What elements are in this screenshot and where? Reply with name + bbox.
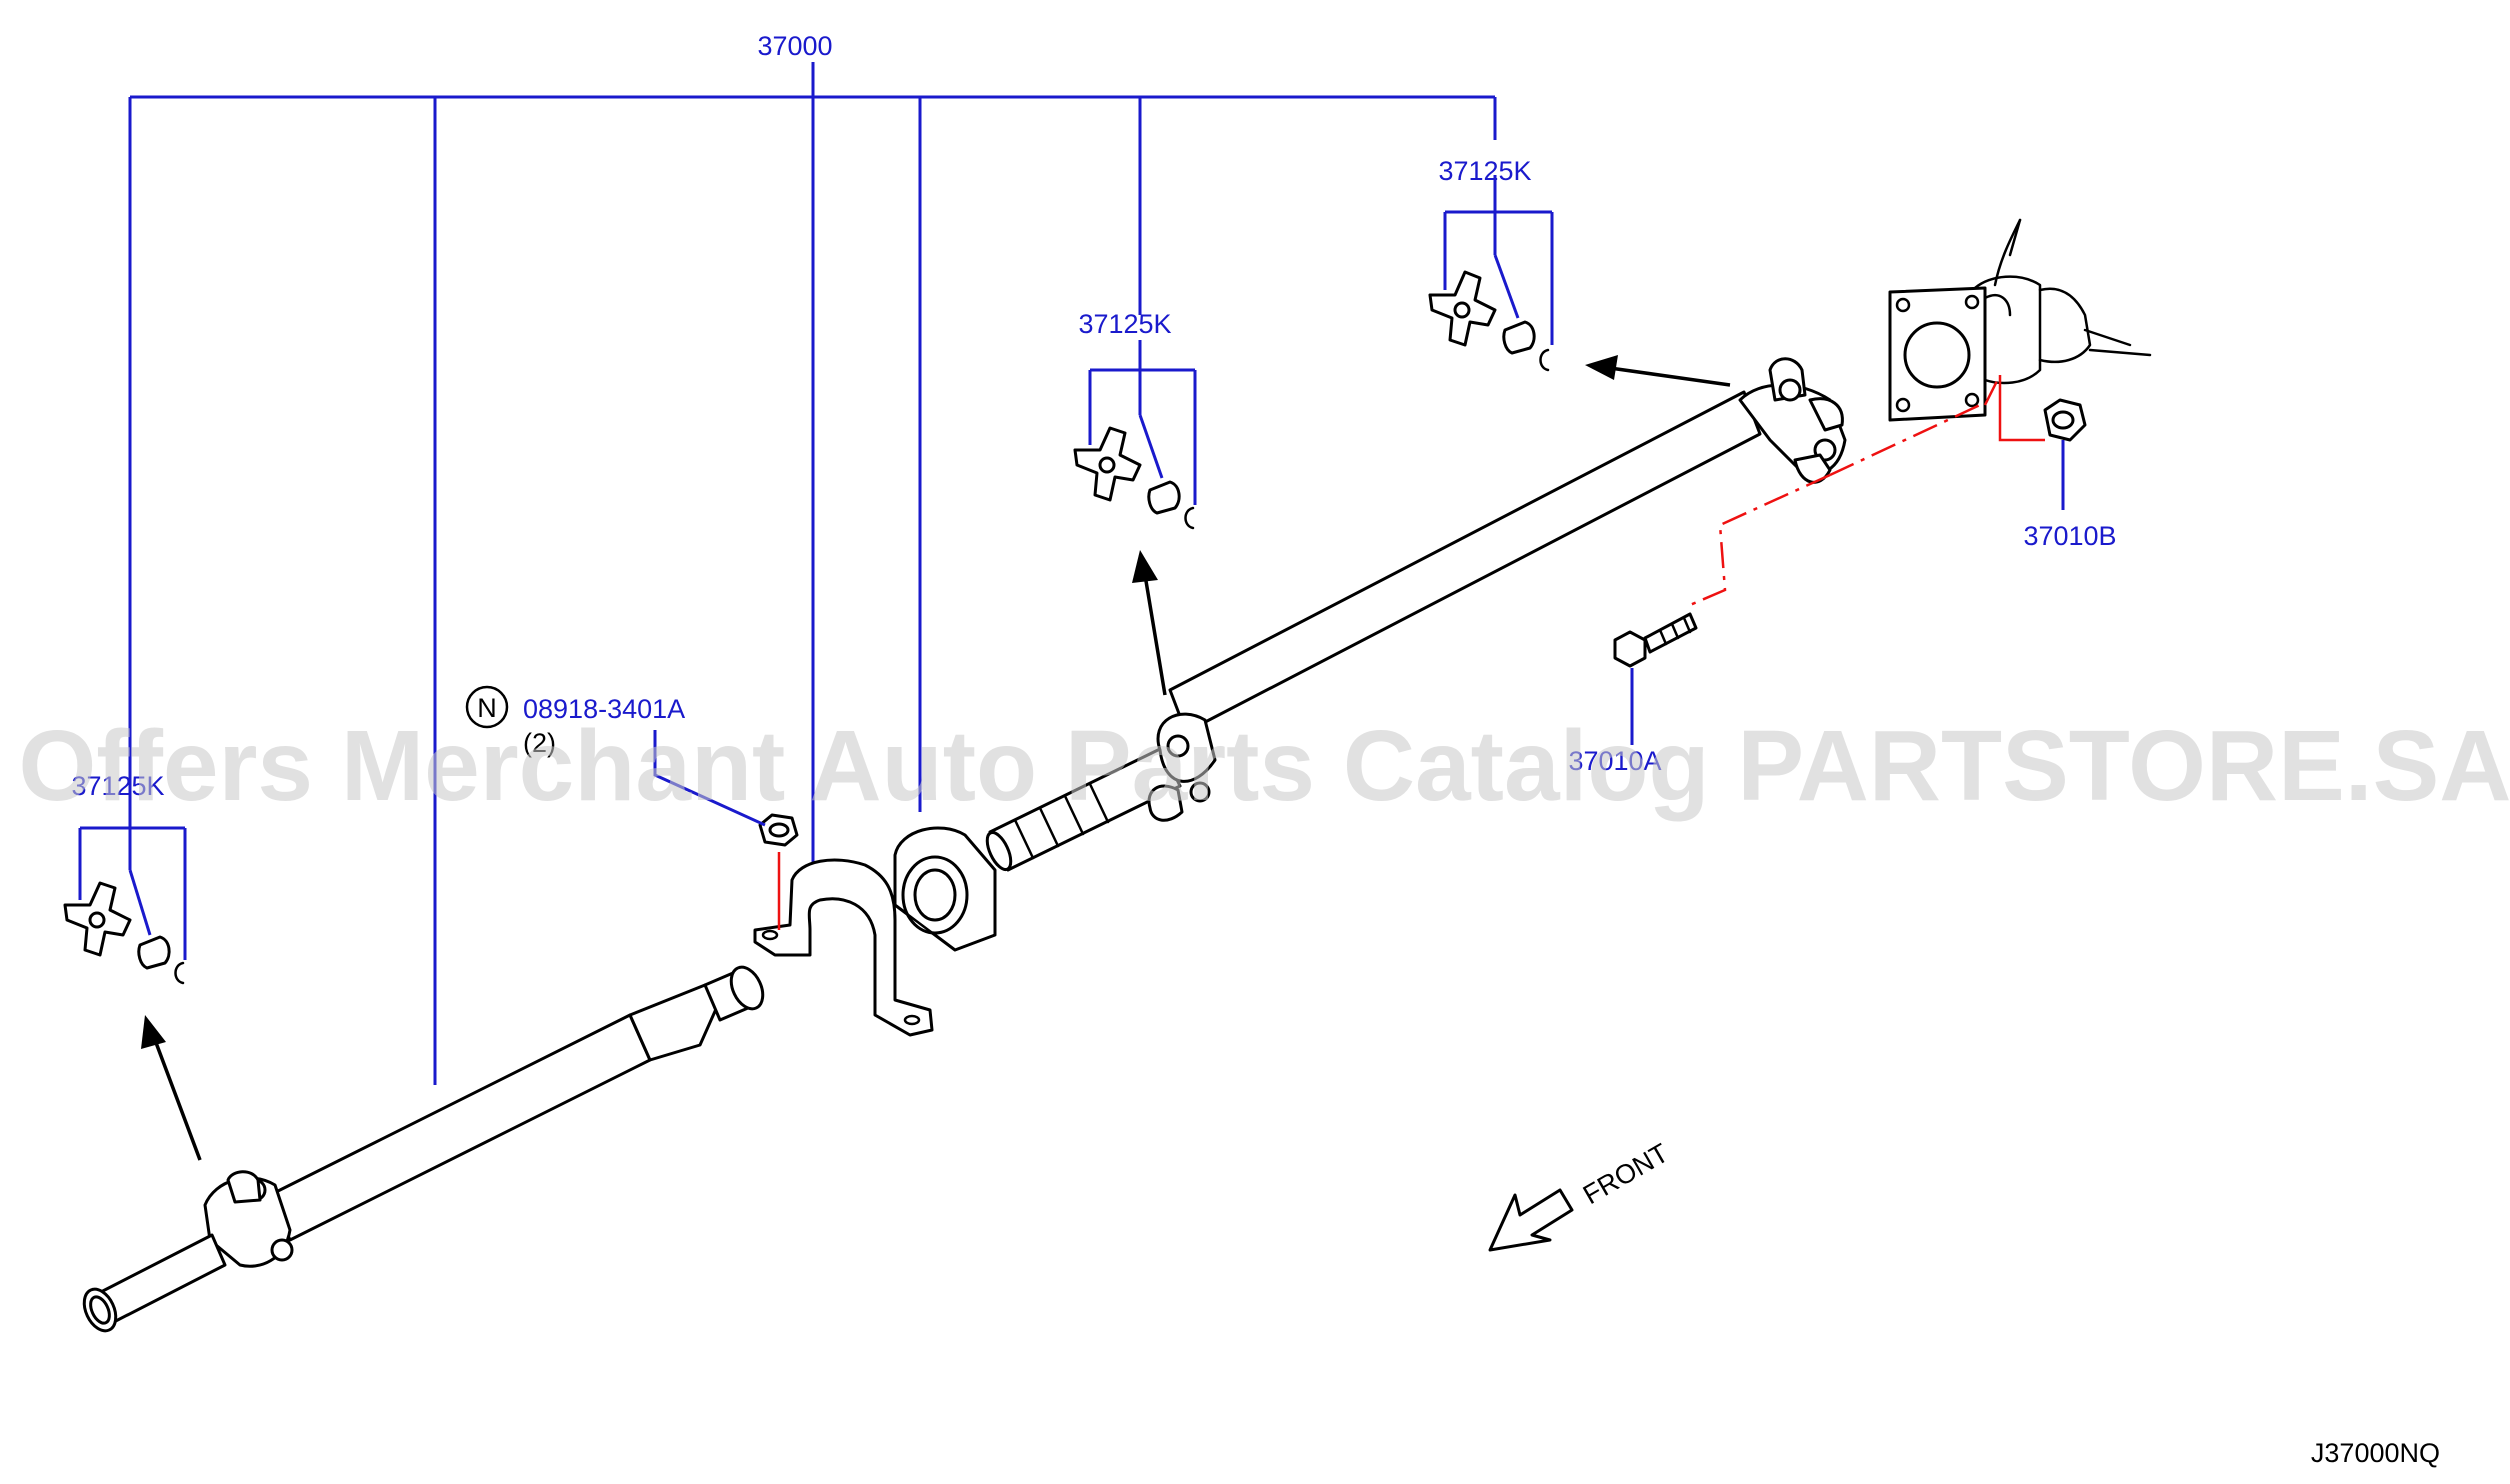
red-leaders: [777, 374, 2045, 930]
blue-leaders: [653, 440, 2065, 827]
u-joint-kit-center: [1073, 426, 1195, 530]
front-direction-arrow: [1488, 1188, 1574, 1252]
center-bearing: [893, 826, 997, 952]
flange-nut-label: 37010B: [2023, 521, 2116, 551]
explode-arrows: [141, 355, 1731, 1161]
diagram-code: J37000NQ: [2311, 1438, 2440, 1468]
u-joint-kit-left: [63, 881, 185, 985]
watermark: Offers Merchant Auto Parts Catalog PARTS…: [19, 710, 2510, 822]
u-joint-kit-right: [1428, 270, 1550, 372]
u-joint-center-label: 37125K: [1078, 309, 1171, 339]
svg-text:N: N: [477, 693, 497, 723]
differential-flange: [1888, 218, 2152, 422]
front-shaft: [82, 965, 765, 1333]
u-joint-left-label: 37125K: [71, 771, 164, 801]
assembly-callout-bracket: [128, 62, 1497, 1085]
flange-bolt: [1613, 612, 1698, 668]
flange-nut: [2043, 398, 2087, 442]
nut-part-label: 08918-3401A: [523, 694, 685, 724]
u-joint-right-label: 37125K: [1438, 156, 1531, 186]
rear-shaft: [985, 357, 1847, 872]
front-direction-label: FRONT: [1578, 1138, 1674, 1210]
nut-qty-label: (2): [523, 728, 556, 758]
u-joint-kit-center-bracket: [1088, 340, 1197, 505]
u-joint-kit-right-bracket: [1443, 175, 1554, 345]
u-joint-kit-left-bracket: [78, 800, 187, 960]
assembly-label: 37000: [757, 31, 832, 61]
bolt-label: 37010A: [1568, 746, 1661, 776]
nut-marker: N: [465, 685, 509, 729]
bracket-nut: [758, 813, 799, 847]
center-bearing-bracket: [753, 858, 934, 1037]
